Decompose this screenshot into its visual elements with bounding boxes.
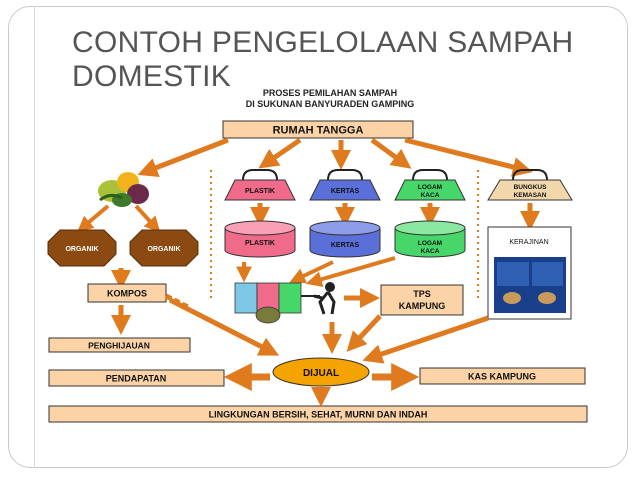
arrows-to-dijual bbox=[168, 297, 489, 364]
bag-bungkus-kemasan: BUNGKUS KEMASAN bbox=[487, 169, 573, 201]
bag-bungkus-label-2: KEMASAN bbox=[514, 192, 547, 199]
dijual-ellipse: DIJUAL bbox=[272, 357, 370, 387]
caption-line-2: DI SUKUNAN BANYURADEN GAMPING bbox=[245, 99, 415, 109]
penghijauan-box: PENGHIJAUAN bbox=[48, 337, 191, 353]
bag-kertas-label: KERTAS bbox=[331, 188, 360, 195]
cart-illustration bbox=[234, 282, 336, 324]
pendapatan-label: PENDAPATAN bbox=[106, 374, 167, 384]
person-head bbox=[325, 282, 335, 292]
kerajinan-label: KERAJINAN bbox=[509, 239, 548, 246]
bag-bungkus-label-1: BUNGKUS bbox=[514, 184, 548, 191]
penghijauan-label: PENGHIJAUAN bbox=[88, 341, 150, 351]
bin-kertas: KERTAS bbox=[309, 220, 381, 258]
vegetables-icon bbox=[98, 172, 149, 207]
bag-logam-label-2: KACA bbox=[421, 192, 440, 199]
organik-right-label: ORGANIK bbox=[147, 246, 180, 253]
arrows-from-household bbox=[137, 137, 533, 178]
pendapatan-box: PENDAPATAN bbox=[48, 369, 225, 387]
diagram-caption: PROSES PEMILAHAN SAMPAH DI SUKUNAN BANYU… bbox=[210, 88, 450, 110]
lingkungan-box: LINGKUNGAN BERSIH, SEHAT, MURNI DAN INDA… bbox=[48, 405, 588, 423]
lingkungan-label: LINGKUNGAN BERSIH, SEHAT, MURNI DAN INDA… bbox=[209, 410, 428, 420]
bag-logam-label-1: LOGAM bbox=[418, 184, 442, 191]
tps-kampung-box: TPS KAMPUNG bbox=[380, 284, 464, 316]
organik-right-shape: ORGANIK bbox=[129, 229, 199, 267]
bin-plastik: PLASTIK bbox=[224, 220, 296, 258]
bin-logam-kaca: LOGAM KACA bbox=[394, 220, 466, 258]
organik-left-label: ORGANIK bbox=[65, 246, 98, 253]
bin-logam-label-2: KACA bbox=[421, 248, 440, 255]
bag-plastik: PLASTIK bbox=[224, 169, 296, 201]
kerajinan-box: KERAJINAN bbox=[487, 226, 572, 320]
tps-label-1: TPS bbox=[413, 289, 431, 299]
organik-left-shape: ORGANIK bbox=[47, 229, 117, 267]
kas-kampung-label: KAS KAMPUNG bbox=[468, 372, 536, 382]
bag-plastik-label: PLASTIK bbox=[245, 188, 275, 195]
kompos-label: KOMPOS bbox=[107, 289, 147, 299]
bin-kertas-label: KERTAS bbox=[331, 242, 360, 249]
rumah-tangga-label: RUMAH TANGGA bbox=[273, 125, 364, 137]
tps-label-2: KAMPUNG bbox=[399, 301, 446, 311]
dashed-arrow-kompos-dijual bbox=[164, 293, 192, 311]
title-line-1: CONTOH PENGELOLAAN SAMPAH bbox=[72, 26, 574, 59]
caption-line-1: PROSES PEMILAHAN SAMPAH bbox=[262, 88, 398, 98]
bin-plastik-label: PLASTIK bbox=[245, 240, 275, 247]
bag-logam-kaca: LOGAM KACA bbox=[394, 169, 466, 201]
dijual-label: DIJUAL bbox=[303, 368, 339, 379]
arrows-to-organik bbox=[77, 204, 161, 233]
title-line-2: DOMESTIK bbox=[72, 60, 232, 93]
slide-side-line bbox=[34, 6, 35, 468]
arrows-bag-to-bin bbox=[250, 203, 540, 231]
kompos-box: KOMPOS bbox=[87, 283, 167, 303]
arrows-bin-to-cart bbox=[236, 256, 396, 288]
slide-frame bbox=[8, 6, 628, 468]
bag-kertas: KERTAS bbox=[309, 169, 381, 201]
bin-logam-label-1: LOGAM bbox=[418, 240, 442, 247]
kas-kampung-box: KAS KAMPUNG bbox=[419, 367, 586, 385]
rumah-tangga-box: RUMAH TANGGA bbox=[222, 120, 414, 139]
slide-title: CONTOH PENGELOLAAN SAMPAH DOMESTIK bbox=[72, 26, 574, 94]
